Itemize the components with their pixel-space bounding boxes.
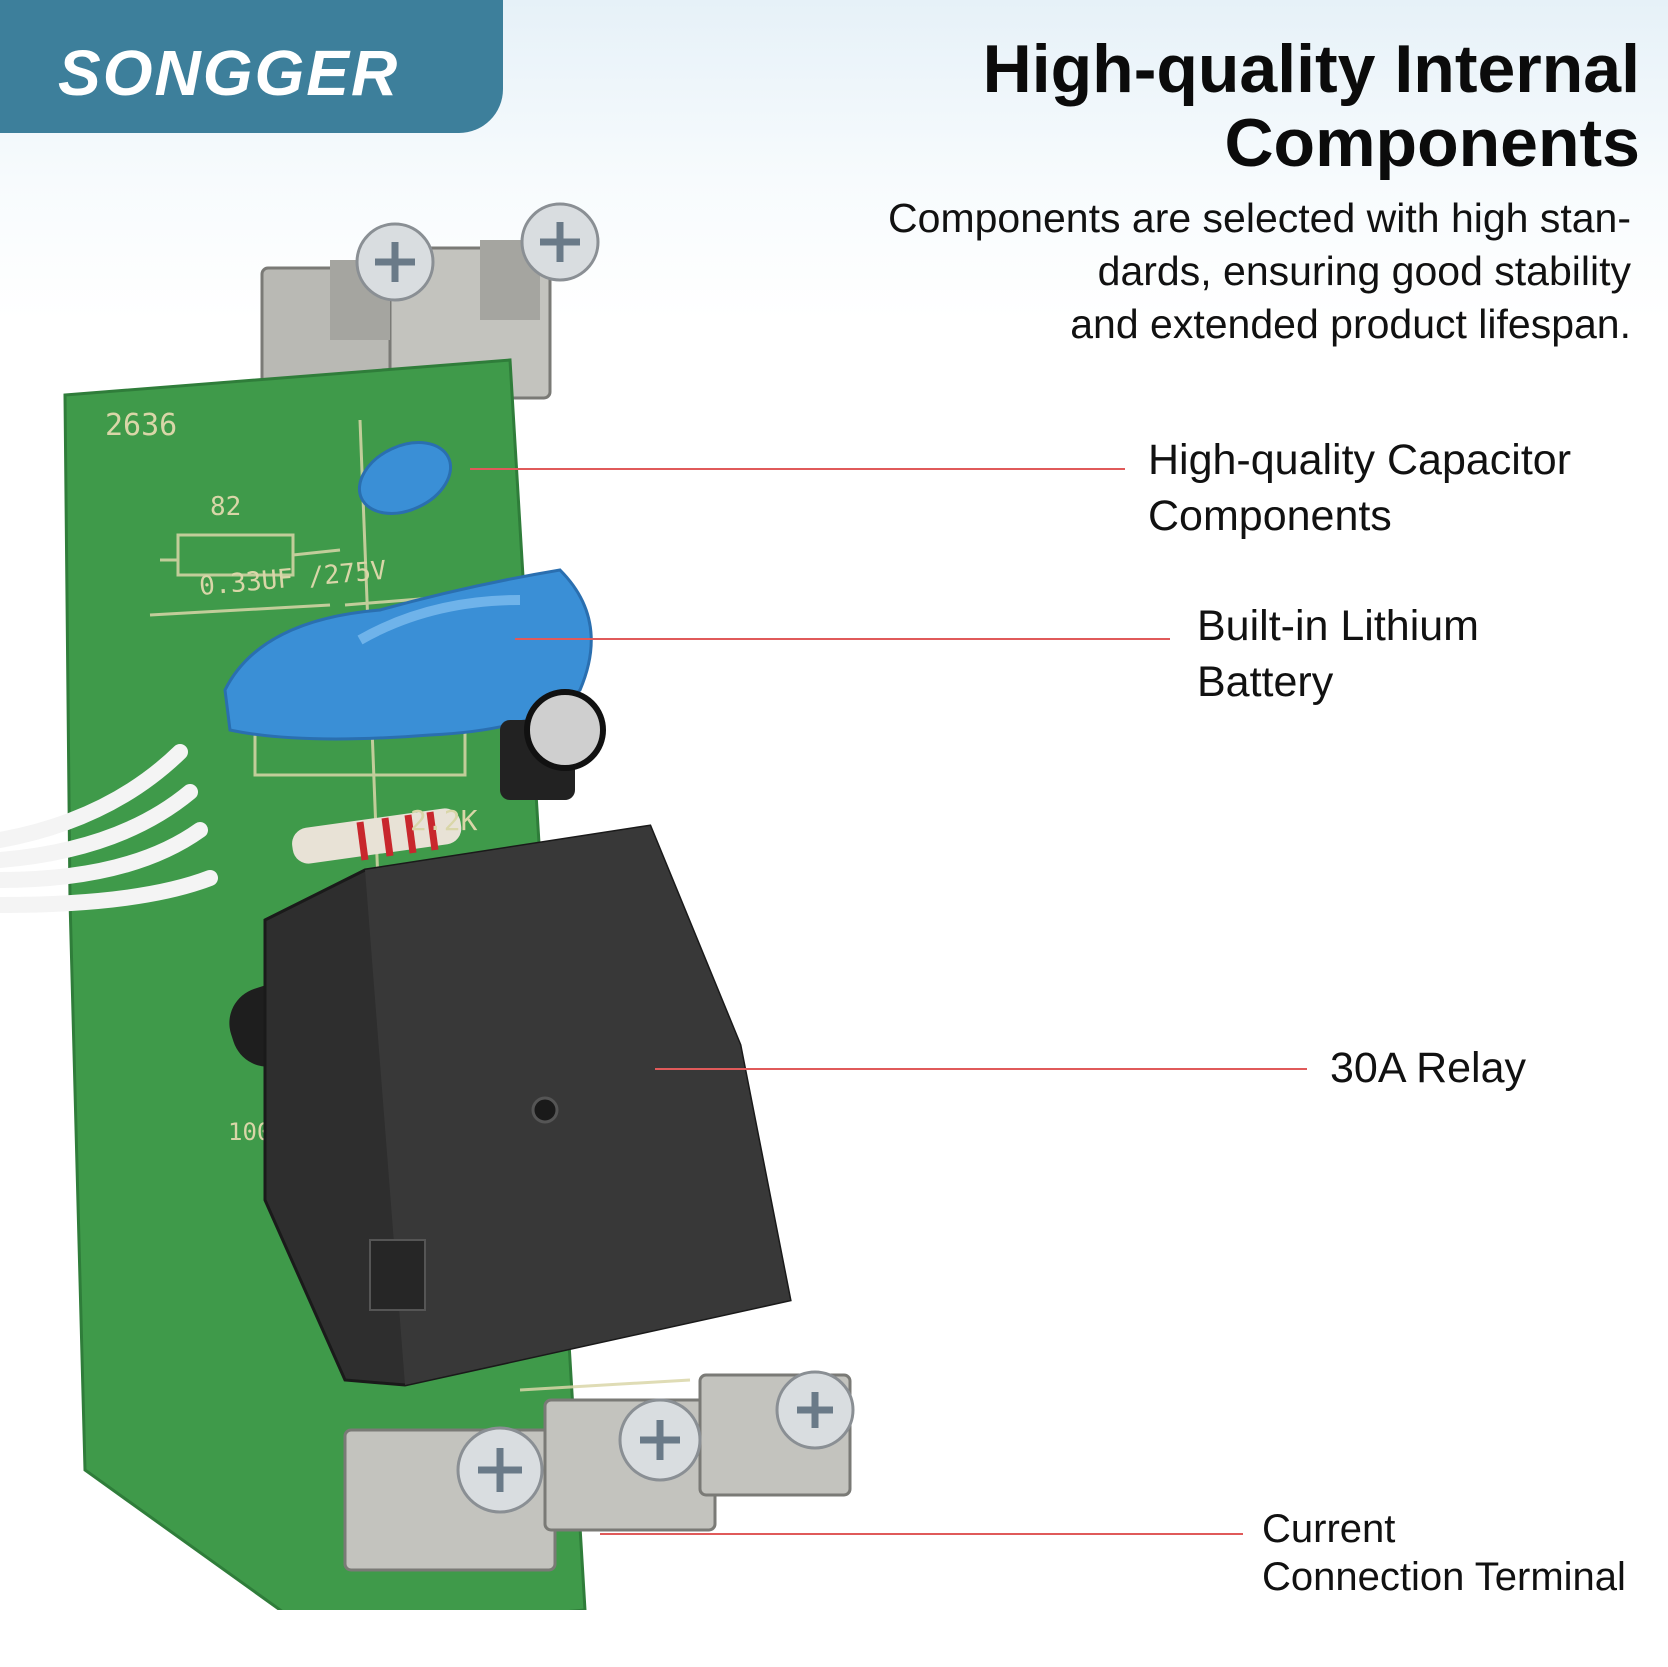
resistor-value: 2.2K — [410, 804, 478, 837]
leader-line-terminal — [600, 1533, 1243, 1535]
callout-terminal-line-2: Connection Terminal — [1262, 1555, 1626, 1599]
capacitor-icon — [357, 441, 453, 515]
callout-battery: Built-in Lithium Battery — [1197, 598, 1479, 710]
circuit-board-image: 2636 82 0.33UF /275V 100UF 2.2K — [0, 202, 855, 1610]
callout-relay: 30A Relay — [1330, 1040, 1526, 1096]
brand-tab: SONGGER — [0, 0, 503, 133]
description: Components are selected with high stan- … — [771, 192, 1631, 351]
description-line-3: and extended product lifespan. — [1070, 301, 1631, 347]
title-line-2: Components — [1224, 105, 1640, 181]
leader-line-relay — [655, 1068, 1307, 1070]
leader-line-battery — [515, 638, 1170, 640]
title-line-1: High-quality Internal — [982, 31, 1640, 107]
callout-battery-line-1: Built-in Lithium — [1197, 602, 1479, 650]
leader-line-capacitor — [470, 468, 1125, 470]
callout-capacitor: High-quality Capacitor Components — [1148, 432, 1571, 544]
description-line-2: dards, ensuring good stability — [1097, 248, 1631, 294]
page-title: High-quality Internal Components — [740, 32, 1640, 180]
callout-relay-line-1: 30A Relay — [1330, 1044, 1527, 1092]
callout-battery-line-2: Battery — [1197, 658, 1334, 706]
resistor-code: 82 — [210, 492, 241, 522]
wires — [0, 744, 218, 913]
callout-terminal-line-1: Current — [1262, 1507, 1396, 1551]
battery-icon — [223, 568, 593, 741]
callout-capacitor-line-2: Components — [1148, 492, 1392, 540]
resistor-icon — [292, 808, 462, 864]
callout-terminal: Current Connection Terminal — [1262, 1505, 1626, 1601]
pcb-code: 2636 — [105, 408, 177, 443]
description-line-1: Components are selected with high stan- — [888, 195, 1631, 241]
callout-capacitor-line-1: High-quality Capacitor — [1148, 436, 1572, 484]
bottom-terminals — [343, 1370, 855, 1572]
brand-logo: SONGGER — [58, 37, 400, 109]
